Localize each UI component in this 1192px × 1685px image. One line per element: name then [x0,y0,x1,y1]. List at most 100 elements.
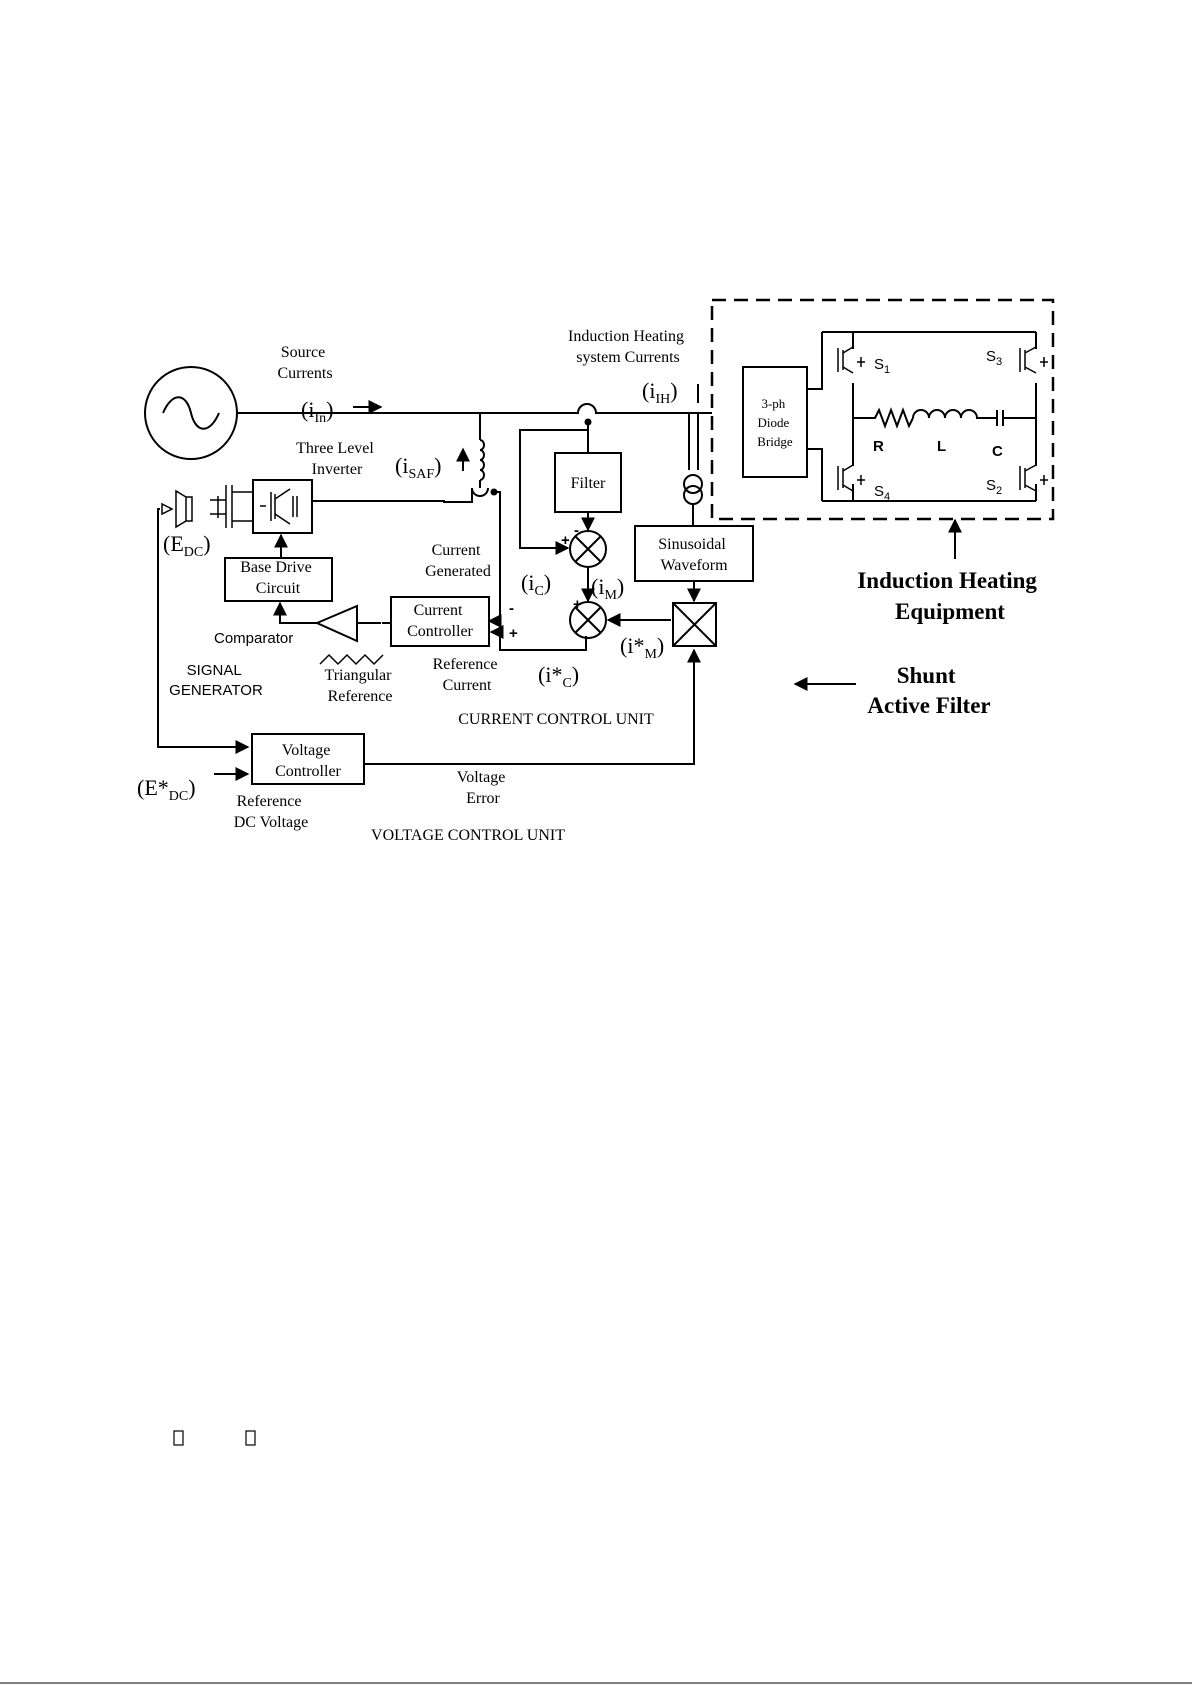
svg-text:Reference Current: Reference Current [433,656,502,694]
ihe-label-1: Induction Heating [857,568,1037,593]
i-star-c-sub: C [562,676,571,691]
s4-base: S [874,483,884,500]
i-c-close: ) [544,570,551,595]
e-dc-base: (E [163,531,184,556]
svg-text:(iSAF): (iSAF) [395,453,441,482]
controller-plus-sign: + [509,625,518,642]
svg-text:Current Generated: Current Generated [425,542,491,580]
i-in-close: ) [326,397,333,422]
svg-text:Induction Heating system C: Induction Heating system Currents [568,328,688,366]
voltage-control-unit-label: VOLTAGE CONTROL UNIT [371,827,565,844]
base-drive-box [224,557,333,602]
filter-box [554,452,622,513]
diode-bridge-label-3: Bridge [757,434,793,449]
svg-text:(E*DC): (E*DC) [137,775,196,804]
e-star-dc-close: ) [188,775,195,800]
bridge-to-bottom-rail [807,448,823,501]
switch-s2-icon [1019,464,1048,492]
i-star-c-close: ) [572,662,579,687]
svg-text:S3: S3 [986,348,1002,368]
svg-text:(i*M): (i*M) [620,633,664,662]
voltage-error-line [364,648,701,765]
inverter-feed-line [311,488,473,503]
coupling-inductor-icon [479,439,485,481]
summer2-minus-sign: - [611,609,616,626]
main-line [237,403,712,414]
i-m-close: ) [617,574,624,599]
source-currents-label-2: Currents [277,365,332,382]
i-saf-base: (i [395,453,408,478]
svg-text:(iM): (iM) [591,574,624,603]
s2-sub: 2 [996,485,1002,497]
triangular-reference-label-2: Reference [328,688,393,705]
svg-text:Sinusoidal Waveform: Sinusoidal Waveform [658,536,730,574]
current-generated-label-1: Current [432,542,481,559]
current-control-unit-label: CURRENT CONTROL UNIT [458,711,654,728]
current-controller-label-2: Controller [407,623,473,640]
svg-text:Source Currents: Source Currents [277,344,332,382]
summer1-plus-sign: + [561,532,570,549]
comparator-icon [314,604,358,643]
saf-label-2: Active Filter [867,693,990,718]
sinusoidal-waveform-label-2: Waveform [660,557,728,574]
i-in-sub: In [314,411,326,426]
triangular-reference-icon [319,653,384,666]
voltage-error-label-2: Error [466,790,500,807]
filter-label: Filter [571,475,606,492]
ih-system-label-1: Induction Heating [568,328,684,345]
e-dc-close: ) [203,531,210,556]
sinusoidal-waveform-box [634,525,754,582]
svg-text:Voltage Error: Voltage Error [457,769,510,807]
diode-bridge-box [742,366,808,478]
induction-heating-boundary [710,298,1055,521]
reference-dc-voltage-label-1: Reference [237,793,302,810]
reference-current-line [489,625,587,651]
switch-s1-icon [837,346,865,374]
diode-bridge-label-2: Diode [757,415,789,430]
base-drive-label-2: Circuit [256,580,301,597]
switch-s3-icon [1019,346,1048,374]
svg-text:SIGNAL GENERATOR: SIGNAL GENERATOR [169,662,263,699]
i-m-base: (i [591,574,604,599]
load-inductor-icon [912,409,997,419]
svg-text:S2: S2 [986,477,1002,497]
svg-text:(iC): (iC) [521,570,551,599]
svg-text:(iIn): (iIn) [301,397,333,426]
voltage-error-label-1: Voltage [457,769,506,786]
svg-text:Triangular Reference: Triangular Reference [325,667,396,705]
svg-text:S1: S1 [874,356,890,376]
sinusoidal-waveform-label-1: Sinusoidal [658,536,726,553]
three-level-inverter-label-1: Three Level [296,440,374,457]
s1-sub: 1 [884,364,890,376]
i-c-base: (i [521,570,534,595]
s4-sub: 4 [884,491,890,503]
dc-voltage-feedback-line [157,508,250,754]
current-controller-box [390,596,490,647]
reference-current-label-1: Reference [433,656,498,673]
svg-text:Voltage Controller: Voltage Controller [275,742,341,780]
comparator-label: Comparator [214,630,293,647]
e-dc-sub: DC [184,545,203,560]
i-star-c-base: (i* [538,662,562,687]
dc-link-node-icon [161,502,174,516]
l-label: L [937,438,946,455]
c-label: C [992,443,1003,460]
filter-tap-dot [584,418,592,426]
inverter-h-bridge-frame [822,331,1037,502]
i-star-m-sub: M [644,647,657,662]
voltage-controller-label-1: Voltage [282,742,331,759]
comparator-to-base-drive [273,601,317,624]
svg-text:Induction Heating Equipmen: Induction Heating Equipment [857,568,1042,624]
i-ih-sub: IH [655,392,670,407]
s2-base: S [986,477,996,494]
diode-bridge-label-1: 3-ph [761,396,785,411]
i-ih-base: (i [642,378,655,403]
svg-text:(iIH): (iIH) [642,378,678,407]
source-currents-label-1: Source [281,344,325,361]
load-resistor-icon [853,407,914,429]
i-m-sub: M [604,588,617,603]
i-star-m-close: ) [657,633,664,658]
bridge-to-top-rail [807,332,823,390]
saf-ct-icon [471,480,489,497]
